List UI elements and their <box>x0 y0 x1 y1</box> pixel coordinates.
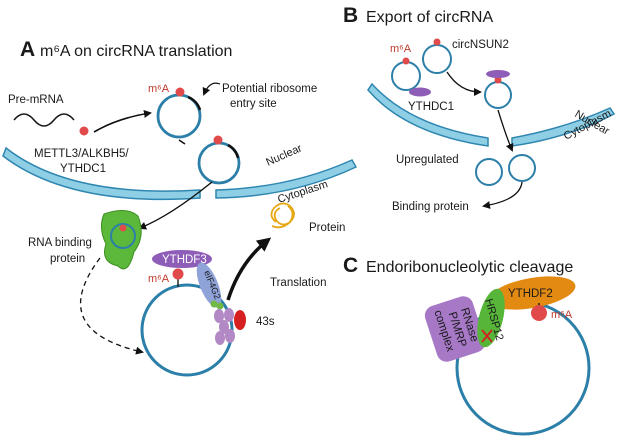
arrow-b-to-binding <box>482 181 523 209</box>
nuclear-membrane-right <box>215 159 358 199</box>
panel-c: C Endoribonucleolytic cleavage YTHDF2 RN… <box>343 254 591 436</box>
circrna-b-5 <box>508 154 536 182</box>
eif4g2-protein <box>196 262 222 308</box>
ribosome-subunit-5 <box>225 329 235 343</box>
ythdc1-protein <box>409 87 431 97</box>
ribosome-subunit-1 <box>214 309 224 323</box>
ythdc1-bound <box>486 70 510 78</box>
circrna-on-rbp <box>110 223 136 249</box>
panel-c-title: Endoribonucleolytic cleavage <box>366 259 573 276</box>
m6a-dot-b-3 <box>494 76 502 84</box>
upregulated-label: Upregulated <box>396 154 459 166</box>
panel-a: A m⁶A on circRNA translation Pre-mRNA ME… <box>2 38 358 377</box>
ribosome-site-label-line1: Potential ribosome <box>222 83 317 95</box>
panel-c-letter: C <box>343 254 358 277</box>
m6a-dot-b-2 <box>433 38 441 46</box>
protein-product <box>270 202 295 229</box>
translation-label: Translation <box>270 277 326 289</box>
binding-protein-label: Binding protein <box>392 201 469 213</box>
arrow-b-through-pore <box>497 109 514 152</box>
m6a-label-c: m⁶A <box>551 309 573 321</box>
ythdf2-label: YTHDF2 <box>508 288 553 300</box>
nuclear-membrane-b-left <box>367 82 489 147</box>
m6a-dot-circrna <box>175 87 185 97</box>
m6a-label-b: m⁶A <box>390 43 412 55</box>
ribosome-site-arc-2 <box>227 143 240 159</box>
cleavage-mark <box>481 329 493 343</box>
nuclear-membrane-left <box>2 146 201 201</box>
circrna-b-1 <box>391 61 421 91</box>
circnsun2-label: circNSUN2 <box>452 39 509 51</box>
ythdf3-label: YTHDF3 <box>162 254 207 266</box>
ribosome-43s <box>234 310 246 330</box>
arrow-b-to-export <box>446 71 482 96</box>
ribosome-subunit-2 <box>219 320 229 334</box>
nuclear-membrane-b-right <box>511 107 616 147</box>
panel-b-title: Export of circRNA <box>366 9 493 26</box>
m6a-label-bottom: m⁶A <box>148 273 170 285</box>
m6a-dot-c <box>531 305 547 321</box>
circrna-b-3 <box>484 81 512 109</box>
writers-label-line2: YTHDC1 <box>60 163 106 175</box>
m6a-dot-exporting <box>213 135 223 145</box>
m6a-dot-pre-mrna <box>79 126 89 136</box>
arrow-circrna-down <box>178 139 186 145</box>
ribosome-subunit-3 <box>215 331 225 345</box>
ribosome-subunit-4 <box>224 308 234 322</box>
m6a-dot-b-1 <box>402 57 410 65</box>
translation-arrow <box>226 237 272 301</box>
panel-a-title: m⁶A on circRNA translation <box>40 43 232 60</box>
ythdc1-label: YTHDC1 <box>408 101 454 113</box>
initiation-factor-b <box>216 302 224 310</box>
rbp-label-line2: protein <box>50 253 85 265</box>
protein-label: Protein <box>309 222 345 234</box>
rna-binding-protein <box>100 210 142 270</box>
ythdf3-protein <box>152 250 212 268</box>
ribosome-site-arc <box>187 95 202 111</box>
nuclear-label-a: Nuclear <box>264 142 304 169</box>
panel-b: B Export of circRNA m⁶A circNSUN2 YTHDC1… <box>343 4 616 213</box>
pre-mrna-strand <box>13 113 75 127</box>
writers-label-line1: METTL3/ALKBH5/ <box>34 148 129 160</box>
rbp-label-line1: RNA binding <box>28 237 92 249</box>
ribosome-site-pointer <box>202 82 221 96</box>
circrna-b-2 <box>422 44 452 74</box>
ribosome-43s-label: 43s <box>256 316 275 328</box>
pre-mrna-label: Pre-mRNA <box>8 94 64 106</box>
arrow-to-circrna <box>93 109 152 133</box>
initiation-factor-a <box>210 300 218 308</box>
circrna-b-4 <box>475 158 503 186</box>
m6a-dot-translation <box>172 268 184 280</box>
m6a-dot-rbp <box>119 224 127 232</box>
arrow-to-rbp <box>138 181 213 230</box>
rnase-complex <box>424 296 486 362</box>
panel-b-letter: B <box>343 4 358 27</box>
dashed-path-to-translation <box>80 257 144 355</box>
ythdf2-protein <box>488 276 576 310</box>
panel-a-letter: A <box>20 38 35 61</box>
m6a-label-top: m⁶A <box>148 83 170 95</box>
ribosome-site-label-line2: entry site <box>230 98 277 110</box>
